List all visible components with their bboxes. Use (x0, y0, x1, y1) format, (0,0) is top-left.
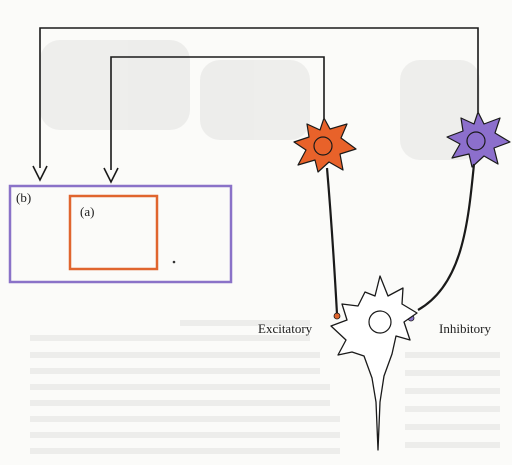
background-texture (30, 40, 500, 454)
excitatory-feedback-line (110, 56, 325, 170)
inhibitory-axon (417, 163, 476, 311)
inhibitory-feedback-line (39, 27, 479, 168)
inhibitory-nucleus (466, 131, 486, 151)
arrowhead-to-outer-box (32, 165, 48, 182)
outer-box-b (8, 184, 233, 284)
excitatory-synapse (333, 312, 341, 320)
inhibitory-label: Inhibitory (439, 321, 491, 336)
excitatory-neuron (293, 117, 357, 173)
excitatory-nucleus (313, 136, 333, 156)
excitatory-axon (325, 167, 339, 315)
small-mark (172, 260, 176, 264)
excitatory-label: Excitatory (258, 321, 313, 336)
inner-box-label: (a) (80, 204, 95, 219)
inner-box-a (68, 194, 159, 271)
target-nucleus (368, 310, 392, 334)
inhibitory-neuron (446, 111, 511, 168)
arrowhead-to-inner-box (103, 167, 119, 184)
target-neuron (330, 275, 418, 451)
outer-box-label: (b) (16, 190, 32, 205)
